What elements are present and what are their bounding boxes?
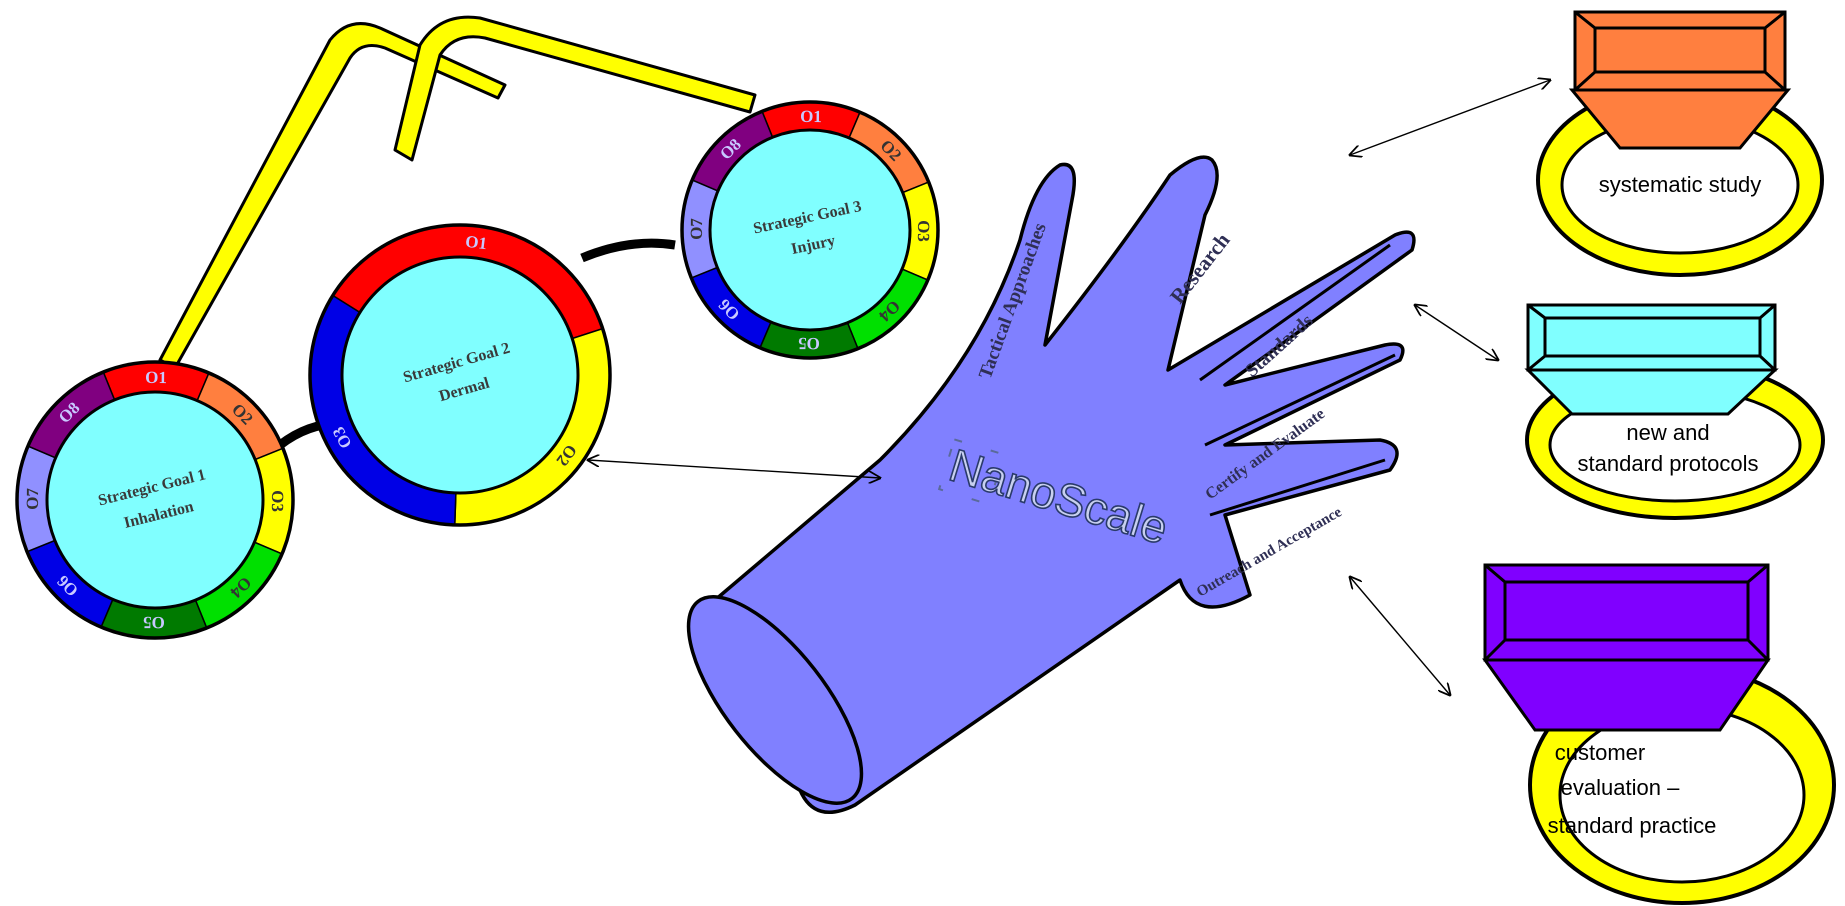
goal1-lens-face <box>47 392 263 608</box>
goal2-segment-label-o1: O1 <box>464 232 488 254</box>
ring-2-label-line1: new and <box>1626 420 1709 445</box>
ring-1-gem-top <box>1575 12 1785 90</box>
ring-3-label-line2: evaluation – <box>1561 775 1680 800</box>
ring-3-gem <box>1485 565 1768 730</box>
ring-customer-evaluation: customer evaluation – standard practice <box>1485 565 1834 903</box>
ring-3-gem-top <box>1485 565 1768 660</box>
temple-right <box>395 17 755 160</box>
ring-1-gem <box>1572 12 1788 148</box>
ring-systematic-study: systematic study <box>1538 12 1822 275</box>
goal1-segment-label-o1: O1 <box>145 368 167 387</box>
ring-3-label-line1: customer <box>1555 740 1645 765</box>
ring-2-gem <box>1528 305 1775 414</box>
goal1-segment-label-o7: O7 <box>23 487 42 509</box>
arrow-standards-to-ring2 <box>1415 305 1498 360</box>
ring-2-label-line2: standard protocols <box>1578 451 1759 476</box>
goal3-segment-label-o1: O1 <box>800 107 822 126</box>
ring-1-label: systematic study <box>1599 172 1762 197</box>
goal3-segment-label-o5: O5 <box>798 334 820 353</box>
arrow-research-to-ring1 <box>1350 80 1550 155</box>
goal3-segment-label-o3: O3 <box>914 220 933 242</box>
arrow-goal2-to-glove <box>588 460 880 478</box>
ring-2-gem-top <box>1528 305 1775 370</box>
goal3-segment-label-o7: O7 <box>687 218 706 240</box>
goal1-segment-label-o5: O5 <box>143 613 165 632</box>
goal1-segment-label-o3: O3 <box>268 490 287 512</box>
arrow-outreach-to-ring3 <box>1350 577 1450 695</box>
bridge-right <box>582 243 675 258</box>
goal3-lens-face <box>710 130 910 330</box>
ring-3-gem-base <box>1485 660 1768 730</box>
goal2-lens-face <box>342 257 578 493</box>
ring-3-label-line3: standard practice <box>1548 813 1717 838</box>
ring-new-standard-protocols: new and standard protocols <box>1527 305 1823 518</box>
